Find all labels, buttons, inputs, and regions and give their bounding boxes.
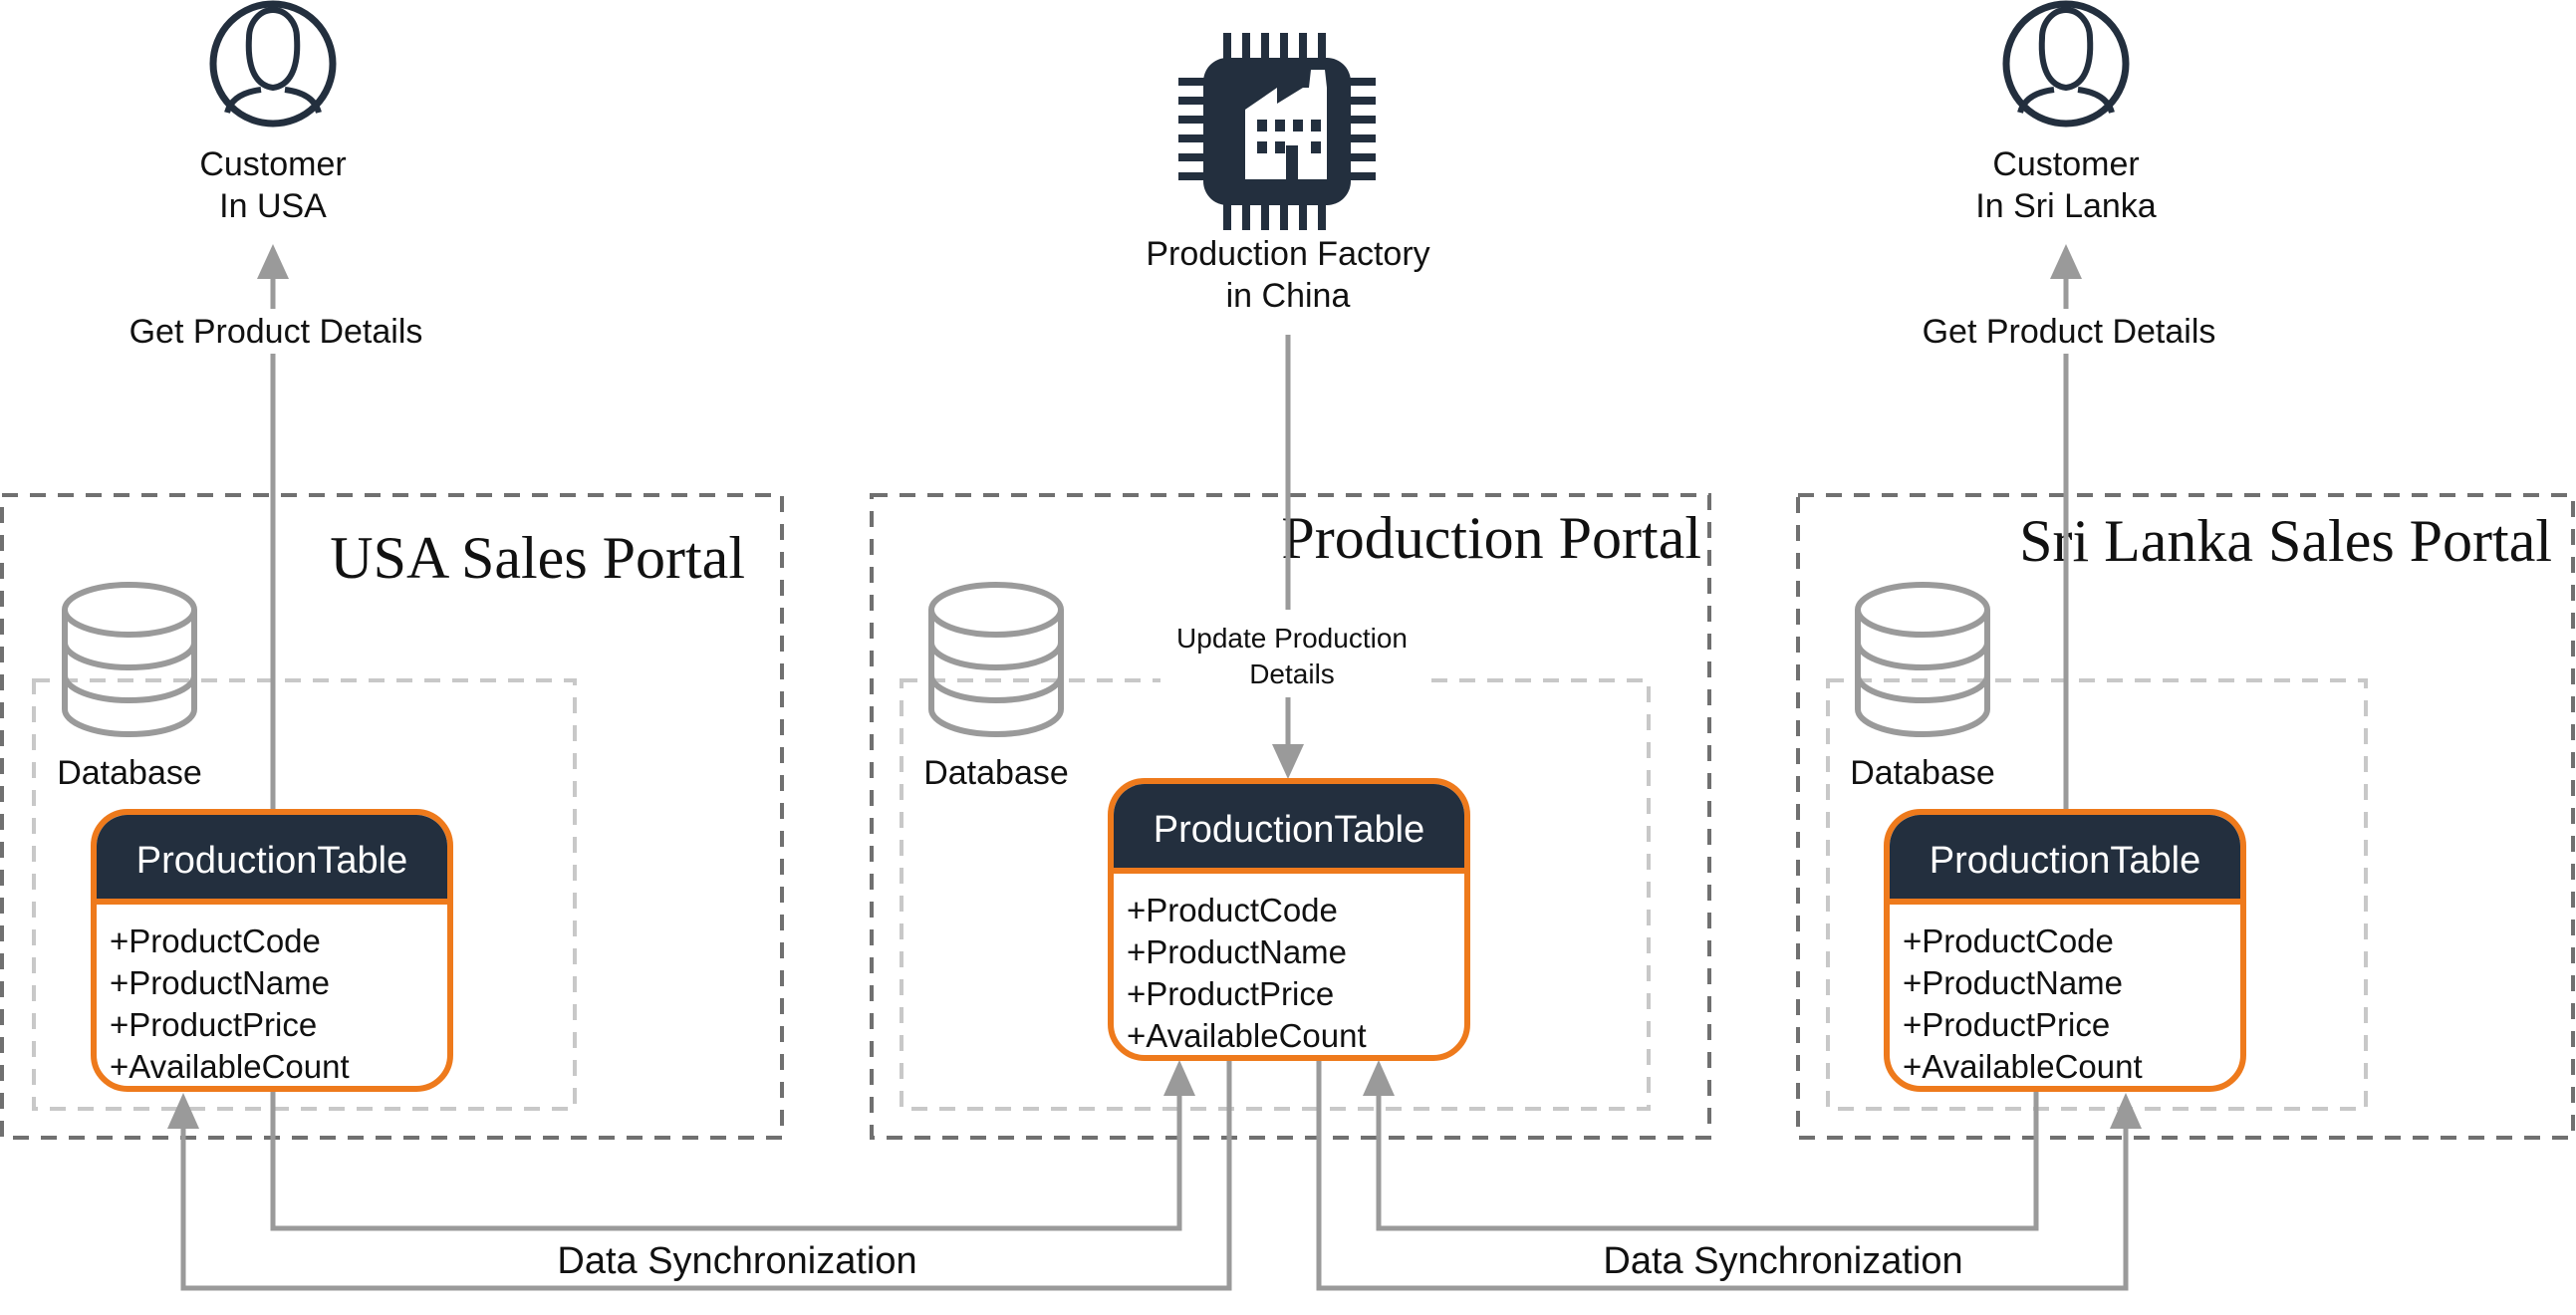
get-product-details-usa-label: Get Product Details: [129, 313, 423, 351]
usa-database-label: Database: [57, 754, 202, 792]
database-icon: [928, 582, 1064, 737]
usa-production-table[interactable]: ProductionTable +ProductCode +ProductNam…: [91, 809, 453, 1092]
factory-chip-icon: [1178, 33, 1376, 230]
table-field: +ProductName: [110, 964, 330, 1001]
data-sync-left-edge: [167, 1059, 1232, 1291]
update-production-label: Details: [1249, 658, 1335, 689]
table-field: +ProductName: [1127, 933, 1347, 970]
production-production-table[interactable]: ProductionTable +ProductCode +ProductNam…: [1108, 778, 1470, 1061]
update-production-edge: [1272, 335, 1304, 779]
production-database-label: Database: [923, 754, 1069, 792]
customer-sl-label: In Sri Lanka: [1975, 187, 2157, 225]
data-sync-left-label: Data Synchronization: [557, 1240, 916, 1282]
table-field: +ProductCode: [110, 922, 321, 959]
customer-usa-label: Customer: [199, 145, 346, 183]
usa-portal-box: [0, 493, 784, 1140]
table-title: ProductionTable: [1930, 840, 2201, 882]
sl-production-table[interactable]: ProductionTable +ProductCode +ProductNam…: [1884, 809, 2246, 1092]
table-field: +AvailableCount: [110, 1048, 350, 1085]
database-icon: [1855, 582, 1990, 737]
table-title: ProductionTable: [136, 840, 408, 882]
update-production-label: Update Production: [1176, 623, 1408, 654]
table-field: +ProductPrice: [110, 1006, 317, 1043]
data-sync-right-edge: [1316, 1059, 2142, 1291]
sl-database-zone: [1826, 678, 2368, 1111]
table-field: +AvailableCount: [1903, 1048, 2143, 1085]
table-field: +ProductCode: [1903, 922, 2114, 959]
get-product-details-usa-edge: [257, 244, 289, 812]
production-portal-title: Production Portal: [1281, 505, 1701, 571]
sl-database-label: Database: [1850, 754, 1995, 792]
table-field: +AvailableCount: [1127, 1017, 1367, 1054]
usa-portal-title: USA Sales Portal: [330, 525, 745, 591]
usa-database-zone: [32, 678, 577, 1111]
user-icon: [209, 0, 337, 128]
factory-label: in China: [1226, 277, 1351, 315]
factory-label: Production Factory: [1146, 235, 1429, 273]
table-title: ProductionTable: [1154, 809, 1425, 851]
table-field: +ProductName: [1903, 964, 2123, 1001]
customer-usa-label: In USA: [219, 187, 327, 225]
user-icon: [2002, 0, 2130, 128]
get-product-details-sl-edge: [2050, 244, 2082, 812]
database-icon: [62, 582, 197, 737]
table-field: +ProductCode: [1127, 892, 1338, 928]
table-field: +ProductPrice: [1127, 975, 1334, 1012]
table-field: +ProductPrice: [1903, 1006, 2110, 1043]
customer-sl-label: Customer: [1992, 145, 2139, 183]
data-sync-right-label: Data Synchronization: [1603, 1240, 1962, 1282]
sl-portal-box: [1796, 493, 2575, 1140]
get-product-details-sl-label: Get Product Details: [1923, 313, 2216, 351]
sl-portal-title: Sri Lanka Sales Portal: [2019, 508, 2552, 574]
